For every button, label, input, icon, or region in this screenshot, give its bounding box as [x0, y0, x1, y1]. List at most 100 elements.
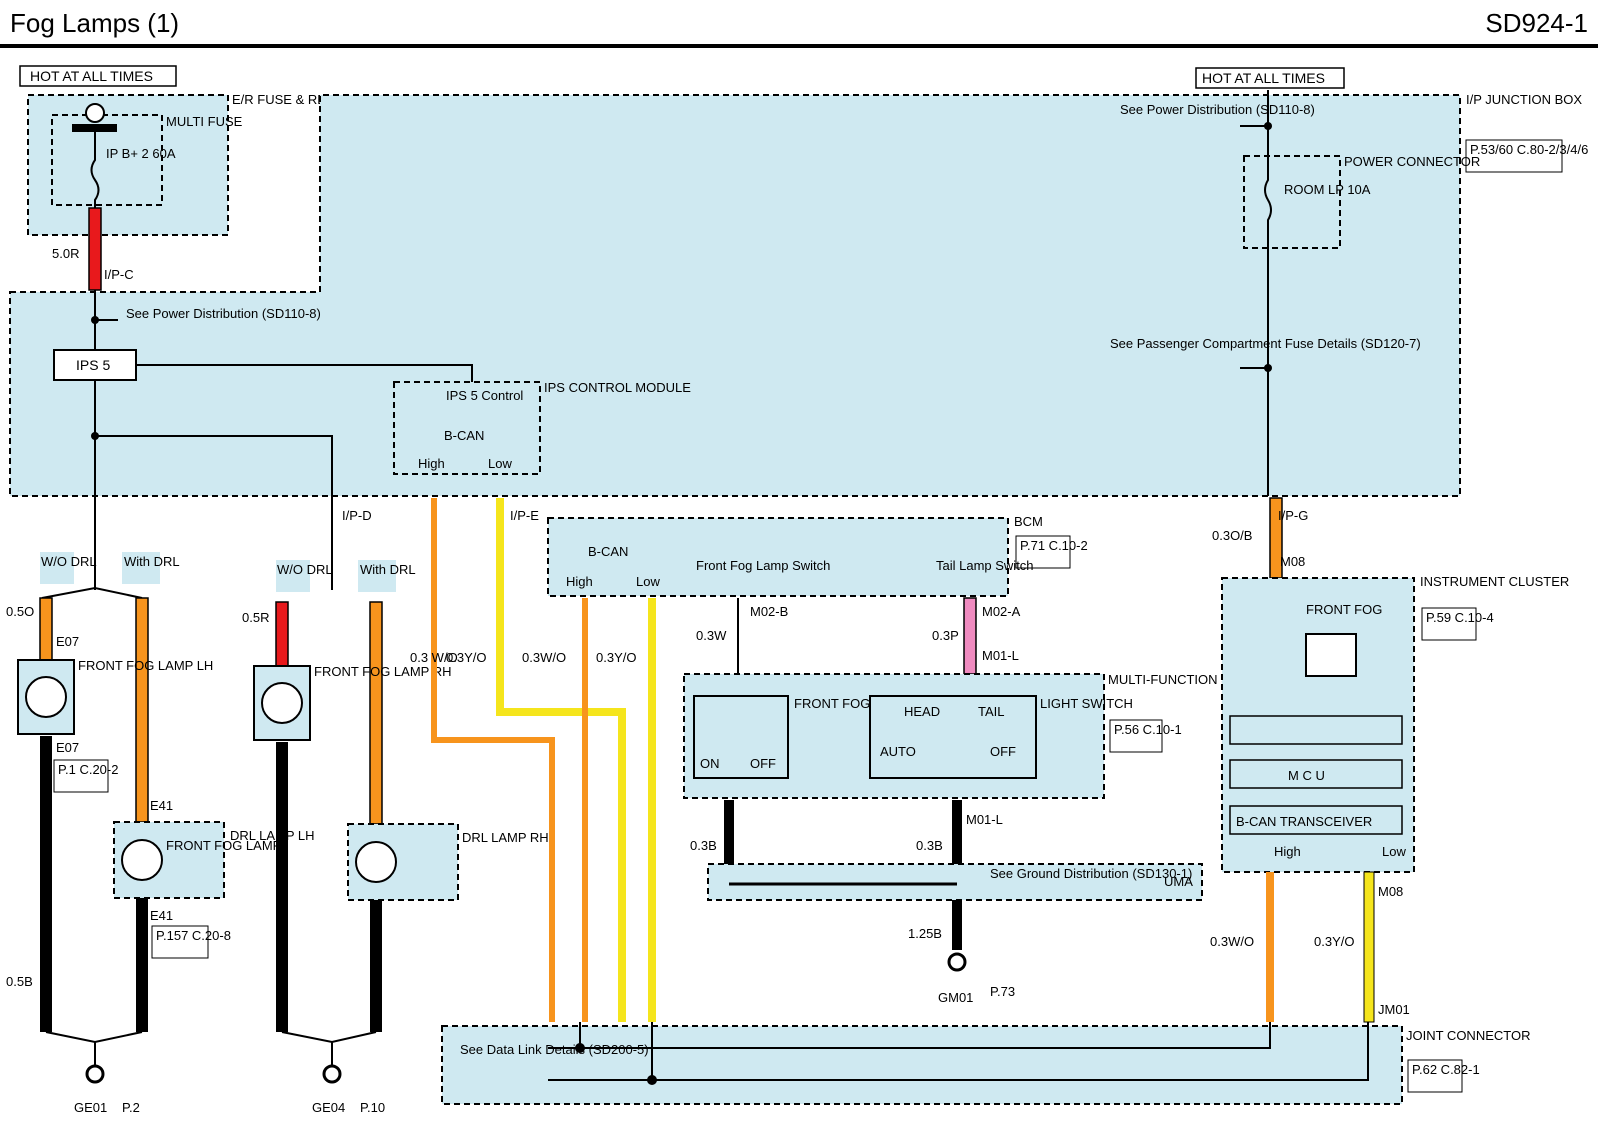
front-fog-lamp-drl-lh: FRONT FOG LAMP: [166, 838, 281, 853]
connector-ipg: I/P-G: [1278, 508, 1308, 523]
junction-dot-split: [91, 432, 99, 440]
ic-triangle-block: [1229, 715, 1403, 745]
connector-ipe: I/P-E: [510, 508, 539, 523]
high-label-ic: High: [1274, 844, 1301, 859]
wire-label-05r-rh: 0.5R: [242, 610, 269, 625]
see-data-link[interactable]: See Data Link Details (SD200-5): [460, 1042, 649, 1057]
wire-black-lh: [40, 736, 52, 1032]
see-power-distribution-left[interactable]: See Power Distribution (SD110-8): [126, 306, 321, 321]
with-drl-tag-lh: [122, 552, 160, 584]
ips5-label: IPS 5: [76, 357, 110, 373]
wire-red-5.0r: [88, 207, 102, 291]
bcan-label-bcm: B-CAN: [588, 544, 628, 559]
wire-label-03wo: 0.3 W/O: [410, 650, 458, 665]
fuse-ip-label: IP B+ 2 60A: [106, 146, 176, 161]
wire-label-03yo-bcm: 0.3Y/O: [596, 650, 636, 665]
drl-lamp-rh-label: DRL LAMP RH: [462, 830, 549, 845]
wo-drl-label-rh: W/O DRL: [277, 562, 333, 577]
see-passenger-fuse[interactable]: See Passenger Compartment Fuse Details (…: [1110, 336, 1421, 351]
bcan-transceiver-label: B-CAN TRANSCEIVER: [1236, 814, 1372, 829]
ips-control-module-box: [393, 381, 541, 475]
front-fog-lamp-switch-box: [693, 695, 789, 779]
wire-orange-drl-rh: [369, 601, 383, 825]
connector-m01l-bottom: M01-L: [966, 812, 1003, 827]
bcan-label-ips: B-CAN: [444, 428, 484, 443]
drl-split-lh: [41, 586, 143, 599]
hot-label-box-right: [1195, 67, 1345, 89]
ground-icon-ge01: [85, 1064, 105, 1084]
drl-lamp-lh-bulb-icon: [121, 839, 163, 881]
front-fog-indicator-label: FRONT FOG: [1306, 602, 1382, 617]
diagram-code: SD924-1: [1485, 8, 1588, 38]
bcm-ref-box: [1015, 535, 1071, 569]
front-fog-lamp-lh-label: FRONT FOG LAMP LH: [78, 658, 213, 673]
wire-label-03p: 0.3P: [932, 628, 959, 643]
connector-m02a: M02-A: [982, 604, 1021, 619]
fuse-ip-b2-symbol: [90, 132, 100, 208]
hot-at-all-times-left: HOT AT ALL TIMES: [30, 68, 153, 84]
wire-label-03yo-ic: 0.3Y/O: [1314, 934, 1354, 949]
see-ground-distribution[interactable]: See Ground Distribution (SD130-1): [990, 866, 1192, 881]
tail-label: TAIL: [978, 704, 1005, 719]
wire-label-03wo-bcm: 0.3W/O: [522, 650, 566, 665]
wire-bcm-high: [582, 598, 588, 1022]
ips5-control-line: [136, 364, 473, 382]
wire-ic-high: [1266, 872, 1274, 1022]
wire-label-03yo-a: 0.3Y/O: [446, 650, 486, 665]
jc-ref-box: [1407, 1059, 1463, 1093]
wo-drl-label-lh: W/O DRL: [41, 554, 97, 569]
e07-ref: P.1 C.20-2: [58, 762, 118, 777]
ip-junction-box-label: I/P JUNCTION BOX: [1466, 92, 1582, 107]
gm01-label: GM01: [938, 990, 973, 1005]
ge01-label: GE01: [74, 1100, 107, 1115]
high-label-bcm: High: [566, 574, 593, 589]
low-label-bcm: Low: [636, 574, 660, 589]
wo-drl-tag-rh: [276, 560, 310, 592]
instrument-cluster-label: INSTRUMENT CLUSTER: [1420, 574, 1569, 589]
connector-m02b: M02-B: [750, 604, 788, 619]
see-power-distribution-right[interactable]: See Power Distribution (SD110-8): [1120, 102, 1315, 117]
ge04-label: GE04: [312, 1100, 345, 1115]
wo-drl-tag-lh: [40, 552, 74, 584]
front-fog-lamp-rh-label: FRONT FOG LAMP RH: [314, 664, 451, 679]
fog-lamp-rh-bulb-icon: [261, 682, 303, 724]
hot-label-box-left: [19, 65, 177, 87]
data-link-bus: [548, 1022, 1369, 1081]
with-drl-label-lh: With DRL: [124, 554, 180, 569]
connector-e41-bottom: E41: [150, 908, 173, 923]
connector-e07-bottom: E07: [56, 740, 79, 755]
wire-label-03b-left: 0.3B: [690, 838, 717, 853]
junction-dot-low: [647, 1075, 657, 1085]
mcu-label: M C U: [1288, 768, 1325, 783]
wire-label-05b-lh: 0.5B: [6, 974, 33, 989]
wire-label-03b-right: 0.3B: [916, 838, 943, 853]
wire-label-03wo-ic: 0.3W/O: [1210, 934, 1254, 949]
high-label-ips: High: [418, 456, 445, 471]
room-lp-label: ROOM LP 10A: [1284, 182, 1371, 197]
uma-label: UMA: [1164, 874, 1193, 889]
light-switch-box: [869, 695, 1037, 779]
wire-label-03ob: 0.3O/B: [1212, 528, 1252, 543]
hot-at-all-times-right: HOT AT ALL TIMES: [1202, 70, 1325, 86]
fog-lamp-lh-bulb-icon: [25, 676, 67, 718]
page-title: Fog Lamps (1): [10, 8, 180, 38]
e07-ref-box: [53, 759, 109, 793]
wire-room-lp: [1264, 90, 1272, 496]
power-connector-box: [1243, 155, 1341, 249]
junction-dot-high: [575, 1043, 585, 1053]
with-drl-tag-rh: [358, 560, 396, 592]
ip-junction-ref: P.53/60 C.80-2/3/4/6: [1470, 142, 1588, 157]
ic-ref-box: [1421, 607, 1477, 641]
connector-jm01: JM01: [1378, 1002, 1410, 1017]
gm01-ref: P.73: [990, 984, 1015, 999]
wire-orange-drl-lh: [135, 597, 149, 823]
ips-control-module-label: IPS CONTROL MODULE: [544, 380, 691, 395]
ic-ref: P.59 C.10-4: [1426, 610, 1494, 625]
auto-label: AUTO: [880, 744, 916, 759]
connector-e07-top: E07: [56, 634, 79, 649]
bcm-label: BCM: [1014, 514, 1043, 529]
connector-m08-top: M08: [1280, 554, 1305, 569]
ground-merge-lh: [45, 1031, 143, 1068]
